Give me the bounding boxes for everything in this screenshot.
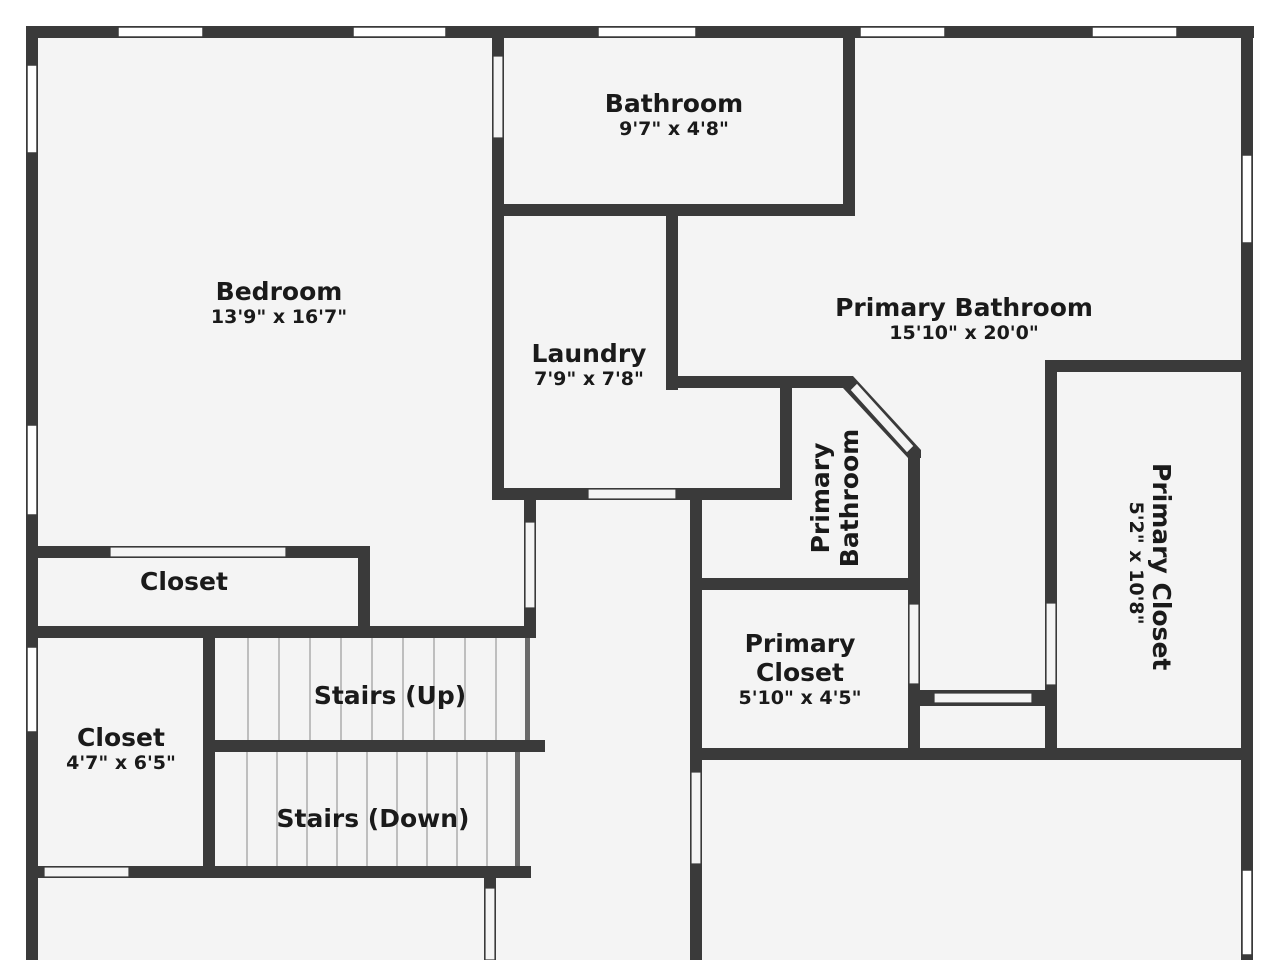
room-dimensions: 9'7" x 4'8" — [619, 117, 729, 140]
center-closet-top-wall — [690, 578, 920, 590]
door-openings — [43, 55, 1057, 960]
room-dimensions: 13'9" x 16'7" — [210, 305, 348, 328]
stairs-divider-wall — [203, 740, 545, 752]
laundry-right-wall-upper — [666, 204, 678, 390]
laundry-right-wall-lower — [780, 376, 792, 500]
window-top-5 — [1091, 26, 1178, 38]
room-name: Laundry — [531, 339, 647, 368]
stairs-bottom-wall — [26, 866, 531, 878]
room-dimensions: 5'2" x 10'8" — [1125, 501, 1148, 625]
window-right-2 — [1241, 869, 1253, 956]
window-left-2 — [26, 424, 38, 516]
stairs-top-wall — [26, 626, 536, 638]
window-left-3 — [26, 646, 38, 733]
room-dimensions: 7'9" x 7'8" — [534, 367, 644, 390]
right-closet-top-wall — [1045, 360, 1253, 372]
hallway-right-wall — [690, 488, 702, 960]
room-name-line2: Bathroom — [834, 428, 864, 568]
center-closet-bottom-wall — [690, 748, 1253, 760]
stairs-up-treads — [247, 638, 497, 740]
room-label-laundry: Laundry 7'9" x 7'8" — [499, 339, 679, 391]
room-label-stairs-down: Stairs (Down) — [263, 804, 483, 834]
windows — [26, 26, 1253, 956]
room-label-primary-bathroom-alcove: Primary Bathroom — [806, 418, 867, 578]
stairs-up-rail — [525, 638, 530, 740]
exterior-wall-right — [1241, 26, 1253, 960]
room-label-primary-closet-center: Primary Closet 5'10" x 4'5" — [710, 629, 890, 709]
room-name: Primary Closet — [1147, 463, 1176, 671]
lower-closet-door-opening — [43, 866, 130, 878]
bedroom-bathroom-opening — [492, 55, 504, 139]
room-label-closet-upper: Closet — [104, 567, 264, 597]
window-top-1 — [117, 26, 204, 38]
center-closet-door-opening — [908, 603, 920, 685]
hallway-right-opening — [690, 771, 702, 865]
room-name-line1: Primary — [806, 442, 835, 554]
window-left-1 — [26, 64, 38, 154]
bathroom-right-wall — [843, 34, 855, 216]
room-name-line2: Closet — [756, 657, 844, 687]
bedroom-right-wall — [492, 34, 504, 500]
right-closet-door-opening — [933, 692, 1033, 704]
right-closet-side-opening — [1045, 602, 1057, 686]
room-name: Stairs (Down) — [276, 804, 470, 833]
room-name: Bathroom — [604, 89, 744, 118]
upper-closet-door-opening — [109, 546, 287, 558]
room-name: Closet — [140, 567, 228, 596]
stairs-down-rail — [515, 752, 520, 866]
hallway-opening — [524, 521, 536, 609]
room-label-closet-lower: Closet 4'7" x 6'5" — [41, 723, 201, 775]
upper-closet-right-wall — [358, 546, 370, 638]
room-name: Primary Bathroom — [835, 293, 1093, 322]
room-name-line1: Primary — [744, 629, 856, 658]
stairs-down-treads — [246, 752, 488, 866]
window-top-2 — [352, 26, 447, 38]
window-top-4 — [859, 26, 946, 38]
angled-window — [849, 382, 915, 454]
room-label-primary-bathroom: Primary Bathroom 15'10" x 20'0" — [824, 293, 1104, 345]
room-dimensions: 4'7" x 6'5" — [66, 751, 176, 774]
room-label-bedroom: Bedroom 13'9" x 16'7" — [179, 277, 379, 329]
room-dimensions: 5'10" x 4'5" — [738, 686, 862, 709]
lower-room-opening — [484, 887, 496, 960]
window-top-3 — [597, 26, 697, 38]
room-label-stairs-up: Stairs (Up) — [290, 681, 490, 711]
room-name: Closet — [77, 723, 165, 752]
alcove-top-wall — [666, 376, 848, 388]
room-dimensions: 15'10" x 20'0" — [889, 321, 1039, 344]
laundry-door-opening — [587, 488, 677, 500]
window-right-1 — [1241, 154, 1253, 244]
room-name: Stairs (Up) — [313, 681, 467, 710]
room-label-primary-closet-right: Primary Closet 5'2" x 10'8" — [1119, 463, 1176, 671]
room-name: Bedroom — [215, 277, 343, 306]
room-label-bathroom: Bathroom 9'7" x 4'8" — [574, 89, 774, 141]
